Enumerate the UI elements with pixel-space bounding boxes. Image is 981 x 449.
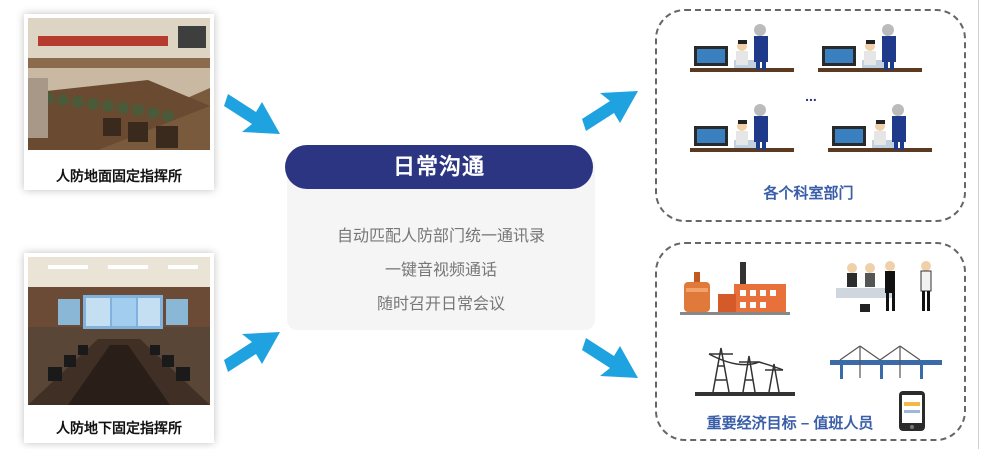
underground-command-post-card: 人防地下固定指挥所 <box>24 253 214 443</box>
departments-box <box>655 9 966 222</box>
mobile-phone-icon <box>899 391 925 431</box>
right-divider <box>978 0 979 449</box>
departments-label: 各个科室部门 <box>763 185 854 202</box>
underground-command-post-label: 人防地下固定指挥所 <box>56 420 182 436</box>
departments-ellipsis: ... <box>805 88 817 104</box>
arrow-top-left-icon <box>224 94 280 134</box>
center-line-2: 一键音视频通话 <box>384 262 497 279</box>
ground-command-post-card: 人防地面固定指挥所 <box>24 14 214 190</box>
video-terminal-icon <box>818 24 922 72</box>
underground-command-post-photo <box>28 257 210 405</box>
center-title: 日常沟通 <box>285 145 593 189</box>
ground-command-post-label: 人防地面固定指挥所 <box>56 168 182 184</box>
arrow-bottom-left-icon <box>224 332 280 372</box>
center-line-3: 随时召开日常会议 <box>376 296 505 313</box>
office-staff-icon <box>836 261 932 312</box>
key-targets-label: 重要经济目标 – 值班人员 <box>706 415 874 432</box>
ground-command-post-photo <box>28 18 210 150</box>
factory-icon <box>680 262 790 315</box>
video-terminal-icon <box>828 104 932 152</box>
arrow-bottom-right-icon <box>582 338 638 378</box>
power-tower-icon <box>695 347 795 396</box>
video-terminal-icon <box>690 24 794 72</box>
bridge-icon <box>830 345 942 379</box>
arrow-top-right-icon <box>582 91 638 131</box>
video-terminal-icon <box>690 104 794 152</box>
center-line-1: 自动匹配人防部门统一通讯录 <box>336 228 545 245</box>
